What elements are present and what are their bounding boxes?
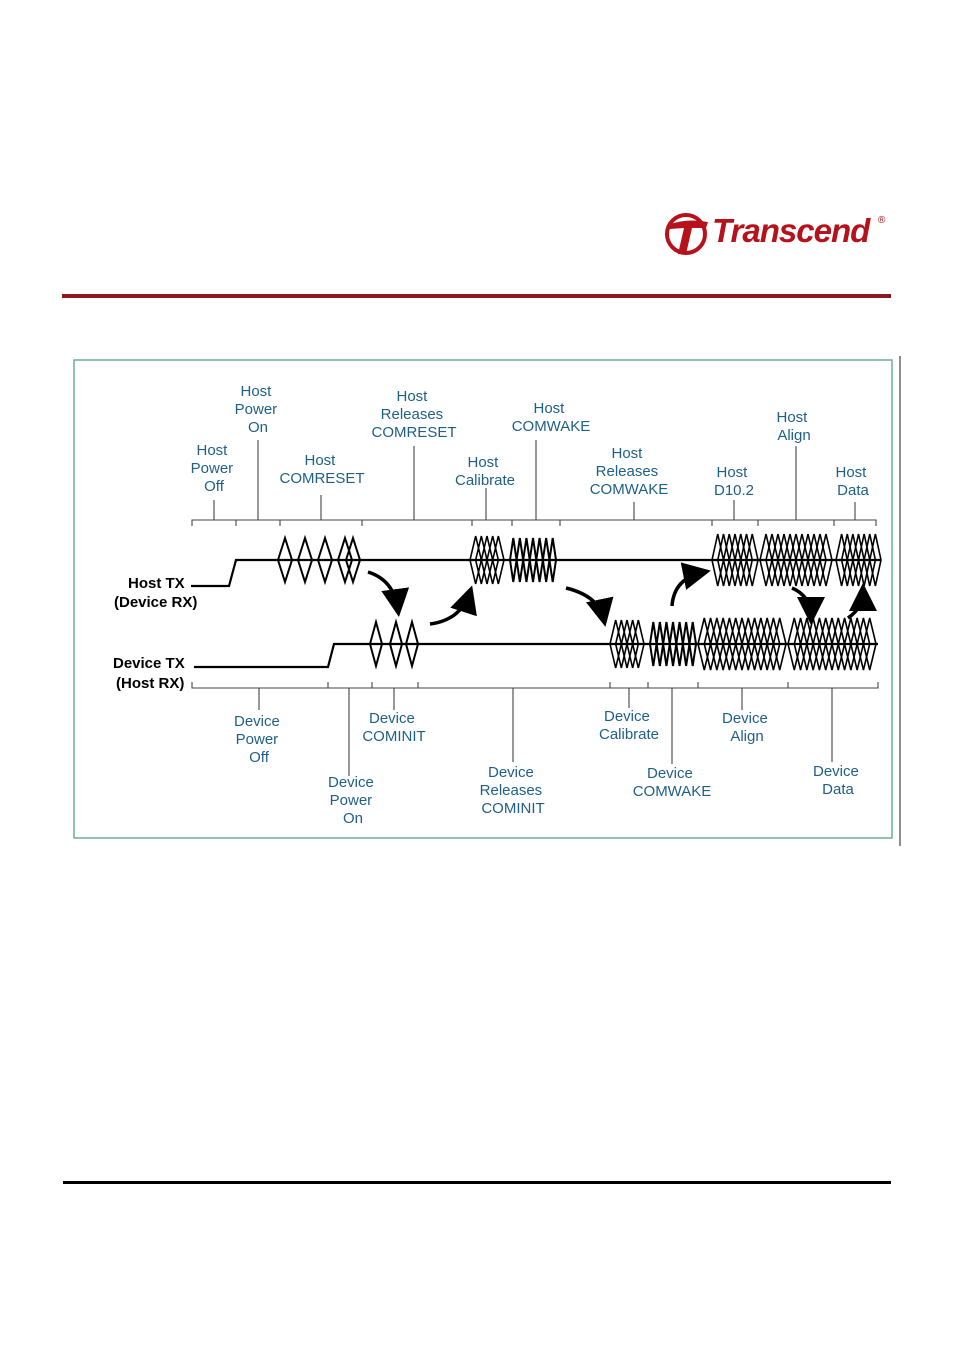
device-cominit-burst (404, 618, 420, 670)
arrow-align-to-device (791, 586, 825, 625)
device-power-on-label: Device Power On (328, 774, 378, 827)
device-cominit-label: Device COMINIT (362, 710, 425, 745)
host-comwake-burst (548, 537, 558, 583)
host-comreset-burst (336, 534, 354, 586)
device-comwake-label: Device COMWAKE (633, 765, 712, 800)
brand-name: Transcend (712, 212, 870, 249)
device-data-burst (862, 617, 877, 671)
device-calibrate-label: Device Calibrate (599, 708, 659, 743)
host-event-leaders (213, 440, 856, 520)
arrow-device-align-to-host (846, 583, 877, 620)
device-releases-cominit-label: Device Releases COMINIT (480, 764, 547, 817)
transcend-t-logo-icon (665, 213, 708, 255)
host-interval-brace (191, 519, 877, 526)
device-align-burst (766, 617, 781, 671)
device-tx-sublabel: (Host RX) (116, 675, 184, 692)
transcend-logo: Transcend ® (662, 208, 892, 258)
device-align-burst (772, 617, 787, 671)
host-align-burst (813, 533, 827, 587)
host-tx-sublabel: (Device RX) (114, 594, 197, 611)
host-align-label: Host Align (776, 409, 811, 444)
device-interval-brace (191, 682, 879, 689)
arrow-device-comwake-to-host (670, 562, 711, 607)
host-d10-2-burst (739, 533, 754, 587)
arrow-comreset-to-cominit (367, 570, 410, 617)
host-power-on-label: Host Power On (235, 383, 282, 436)
host-releases-comreset-label: Host Releases COMRESET (371, 388, 456, 441)
oob-bursts (276, 533, 882, 671)
host-align-burst (819, 533, 833, 587)
diagram-frame (73, 359, 893, 839)
host-tx-label: Host TX (128, 575, 185, 592)
arrow-comwake-to-device (565, 586, 614, 627)
device-tx-label: Device TX (113, 655, 185, 672)
device-data-burst (856, 617, 871, 671)
device-cominit-burst (388, 618, 404, 670)
device-cominit-burst (368, 618, 384, 670)
host-comreset-label: Host COMRESET (279, 452, 364, 487)
device-event-leaders (258, 688, 833, 776)
host-data-burst (868, 533, 882, 587)
device-data-label: Device Data (813, 763, 863, 798)
host-power-off-label: Host Power Off (191, 442, 238, 495)
host-calibrate-burst (486, 535, 500, 585)
host-tx-line (191, 558, 881, 588)
registered-mark: ® (878, 215, 886, 226)
device-align-label: Device Align (722, 710, 772, 745)
host-data-burst (863, 533, 877, 587)
host-calibrate-burst (491, 535, 505, 585)
host-d10-2-label: Host D10.2 (714, 464, 754, 499)
host-d10-2-burst (745, 533, 759, 587)
host-comreset-burst (296, 534, 314, 586)
footer-rule (63, 1181, 891, 1184)
host-releases-comwake-label: Host Releases COMWAKE (590, 445, 669, 498)
host-comreset-burst (316, 534, 334, 586)
device-comwake-burst (688, 621, 698, 667)
header-rule (62, 294, 891, 298)
host-data-label: Host Data (835, 464, 870, 499)
device-calibrate-burst (631, 619, 645, 669)
host-comreset-burst (344, 534, 362, 586)
arrow-cominit-to-calibrate (429, 585, 477, 626)
host-comwake-label: Host COMWAKE (512, 400, 591, 435)
host-comreset-burst (276, 534, 294, 586)
device-power-off-label: Device Power Off (234, 713, 284, 766)
device-tx-line (194, 642, 878, 669)
oob-signaling-diagram: Host TX (Device RX) Device TX (Host RX) … (73, 356, 901, 846)
device-calibrate-burst (626, 619, 640, 669)
host-calibrate-label: Host Calibrate (455, 454, 515, 489)
